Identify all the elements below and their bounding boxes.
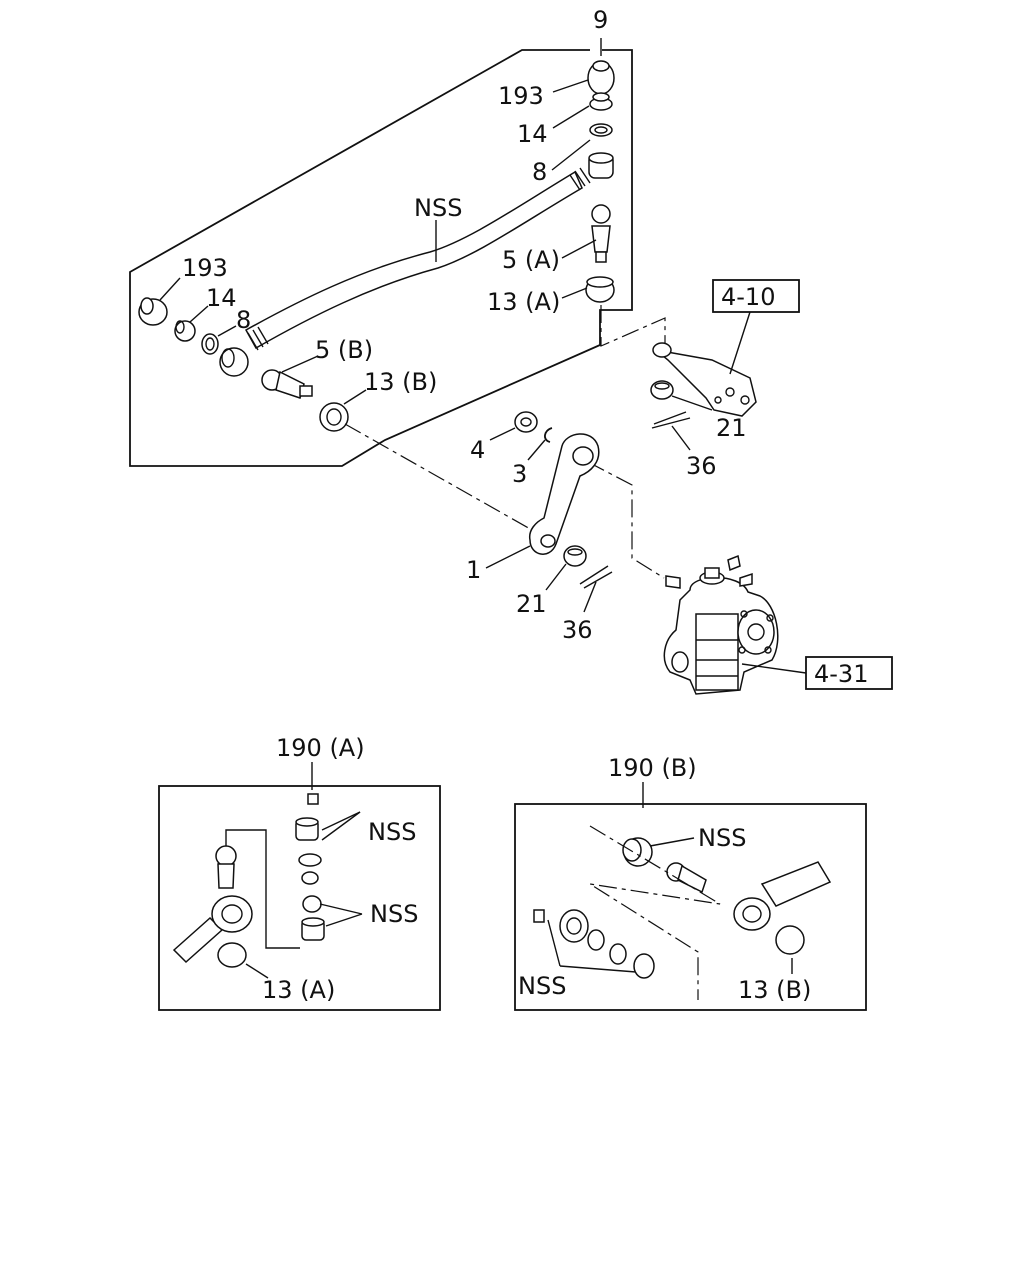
label-14-left: 14 <box>206 284 237 312</box>
label-190a: 190 (A) <box>276 734 365 762</box>
knuckle-arm-4-10 <box>652 342 757 417</box>
cotter-pin-36-lower <box>579 565 613 589</box>
label-21-lower: 21 <box>516 590 547 618</box>
label-nss-a1: NSS <box>368 818 416 846</box>
label-190b: 190 (B) <box>608 754 697 782</box>
label-13a-box: 13 (A) <box>262 976 335 1004</box>
kit-190b-box <box>514 803 867 1011</box>
pitman-arm-1 <box>528 433 600 555</box>
label-14-top: 14 <box>517 120 548 148</box>
label-8-left: 8 <box>236 306 251 334</box>
boot-13a <box>585 276 615 303</box>
label-8-top: 8 <box>532 158 547 186</box>
castle-nut-21-lower <box>563 545 587 567</box>
ref-box-4-10 <box>712 279 800 313</box>
washer-3 <box>544 427 553 443</box>
label-193-left: 193 <box>182 254 228 282</box>
kit-190a-box <box>158 785 441 1011</box>
castle-nut-21-upper <box>650 380 674 400</box>
label-13b-box: 13 (B) <box>738 976 811 1004</box>
ball-stud-5a <box>591 204 611 263</box>
dust-cap-193-top <box>587 60 615 95</box>
ball-stud-5b <box>261 369 313 399</box>
rod-end-socket-top <box>588 152 614 179</box>
steering-gear-4-31 <box>663 554 779 695</box>
label-5a: 5 (A) <box>502 246 560 274</box>
spring-14-left <box>174 320 196 342</box>
label-4: 4 <box>470 436 485 464</box>
centerline-arm-to-gear <box>587 461 665 579</box>
label-36-upper: 36 <box>686 452 717 480</box>
kit-190a-parts <box>172 793 325 968</box>
label-nss-rod: NSS <box>414 194 462 222</box>
label-nss-b2: NSS <box>518 972 566 1000</box>
drag-link-rod <box>244 167 591 351</box>
boot-13b <box>319 402 349 432</box>
seal-8-top <box>589 123 613 137</box>
label-36-lower: 36 <box>562 616 593 644</box>
label-ref-4-31: 4-31 <box>814 660 868 688</box>
centerline-rod-to-arm <box>344 423 533 531</box>
leader-lines-main <box>159 38 602 405</box>
label-9: 9 <box>593 6 608 34</box>
label-ref-4-10: 4-10 <box>721 283 775 311</box>
kit-190a-bracket <box>225 829 300 949</box>
label-193-top: 193 <box>498 82 544 110</box>
label-21-upper: 21 <box>716 414 747 442</box>
label-1: 1 <box>466 556 481 584</box>
label-5b: 5 (B) <box>315 336 373 364</box>
label-3: 3 <box>512 460 527 488</box>
label-13a: 13 (A) <box>487 288 560 316</box>
label-nss-b1: NSS <box>698 824 746 852</box>
main-assembly-outline <box>129 49 633 467</box>
dust-cap-193-left <box>138 297 168 326</box>
cotter-pin-36-upper <box>651 411 691 429</box>
rod-end-socket-left <box>219 347 249 377</box>
centerline-top-to-410 <box>600 305 666 347</box>
seal-8-left <box>201 333 219 355</box>
spring-14-top <box>589 92 613 111</box>
label-13b: 13 (B) <box>364 368 437 396</box>
label-nss-a2: NSS <box>370 900 418 928</box>
nut-4 <box>514 411 538 433</box>
kit-190b-centerline <box>589 825 721 1000</box>
kit-190b-parts <box>533 837 832 979</box>
